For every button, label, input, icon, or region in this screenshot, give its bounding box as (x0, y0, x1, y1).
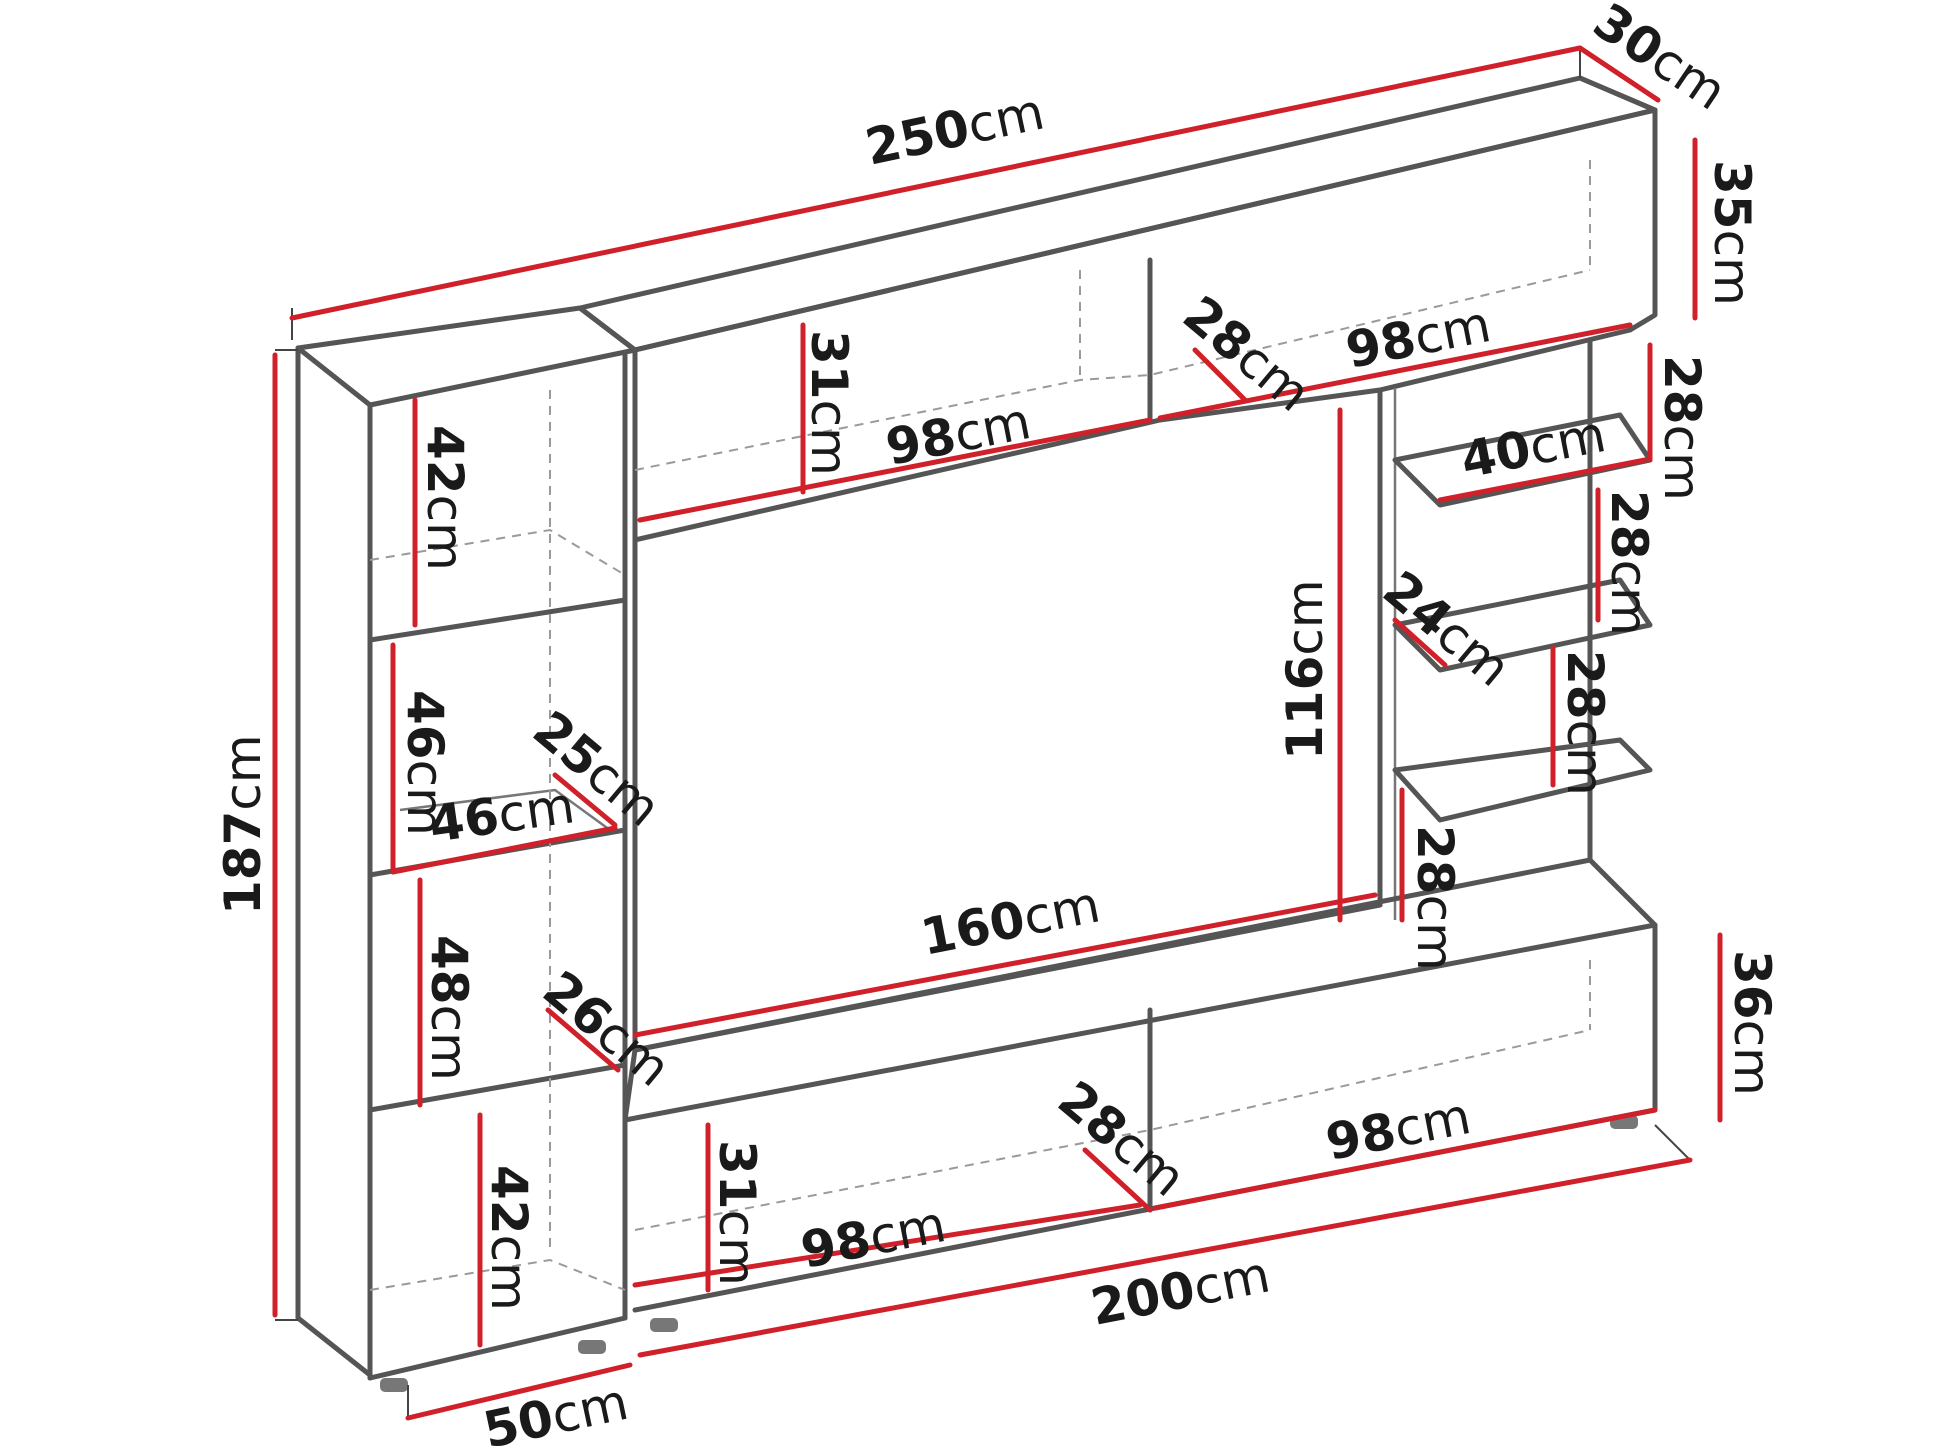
dimline-total-width (289, 45, 1583, 321)
dimline-depth-top (1577, 45, 1661, 103)
dimline-lower-depth (1082, 1147, 1153, 1213)
left-cabinet-side (295, 345, 373, 1378)
label-total-width: 250cm (860, 82, 1049, 176)
dimline-upper-depth (1192, 347, 1248, 403)
label-lower-right-width: 98cm (1321, 1087, 1475, 1172)
label-upper-right-width: 98cm (1341, 295, 1495, 380)
dimension-lines (272, 45, 1723, 1421)
label-left-bottom-height: 42cm (480, 1165, 538, 1311)
label-tv-height: 116cm (1276, 579, 1334, 760)
upper-unit-front-top (632, 107, 1658, 353)
dimline-lower-left-width (632, 1202, 1143, 1288)
dimline-upper-right-width (1157, 322, 1633, 421)
dimline-tv-width (632, 892, 1378, 1038)
label-total-height: 187cm (214, 734, 272, 915)
label-upper-height: 31cm (800, 330, 858, 476)
hidden-edges (369, 160, 1591, 1291)
label-lower-height: 31cm (708, 1140, 766, 1286)
label-shelf-gap-1: 28cm (1653, 355, 1711, 501)
hidden-left-shelf-1 (369, 528, 626, 576)
dimline-shelf-depth (1392, 617, 1448, 668)
label-upper-left-width: 98cm (881, 392, 1035, 477)
ext-base-right (1654, 1124, 1691, 1161)
label-left-mid-height: 46cm (396, 690, 454, 836)
foot-1 (380, 1378, 408, 1392)
label-top-right-height: 35cm (1703, 160, 1761, 306)
extension-lines (275, 48, 1691, 1420)
label-left-low-height: 48cm (420, 935, 478, 1081)
left-cabinet-top (295, 305, 638, 408)
lower-unit-top (622, 857, 1658, 1123)
glass-shelf-edge (399, 788, 611, 832)
left-shelf-3 (367, 1062, 628, 1113)
hidden-upper-back (634, 269, 1591, 471)
label-shelf-gap-3: 28cm (1556, 650, 1614, 796)
upper-unit-bottom (632, 327, 1633, 543)
left-cabinet-bottom (367, 1315, 628, 1381)
dimline-upper-left-width (637, 417, 1153, 523)
label-shelf-gap-4: 28cm (1406, 825, 1464, 971)
right-shelf-3 (1392, 737, 1653, 823)
lower-unit-front (632, 922, 1658, 1313)
right-shelf-2 (1392, 577, 1653, 673)
label-shelf-gap-2: 28cm (1600, 490, 1658, 636)
dimline-left-mid-depth (552, 772, 618, 828)
label-depth-top: 30cm (1583, 0, 1736, 121)
dimline-left-mid-width (390, 825, 618, 875)
label-left-top-height: 42cm (416, 425, 474, 571)
dimline-left-base-width (405, 1362, 633, 1421)
foot-3 (650, 1318, 678, 1332)
left-shelf-1 (367, 597, 628, 643)
label-base-width: 200cm (1086, 1245, 1274, 1336)
upper-unit-top (577, 75, 1658, 353)
foot-2 (578, 1340, 606, 1354)
label-lower-left-width: 98cm (796, 1195, 950, 1280)
dimline-left-low-depth (545, 1007, 621, 1073)
dimline-lower-right-width (1152, 1107, 1658, 1211)
top-depth-edge (1577, 75, 1658, 333)
label-lower-right-height: 36cm (1723, 950, 1781, 1096)
dimline-base-width (637, 1157, 1693, 1358)
label-shelf-width: 40cm (1456, 405, 1610, 490)
hidden-left-bottom (369, 1258, 626, 1291)
label-left-mid-width: 46cm (426, 776, 578, 854)
dimline-shelf-width (1437, 457, 1648, 503)
